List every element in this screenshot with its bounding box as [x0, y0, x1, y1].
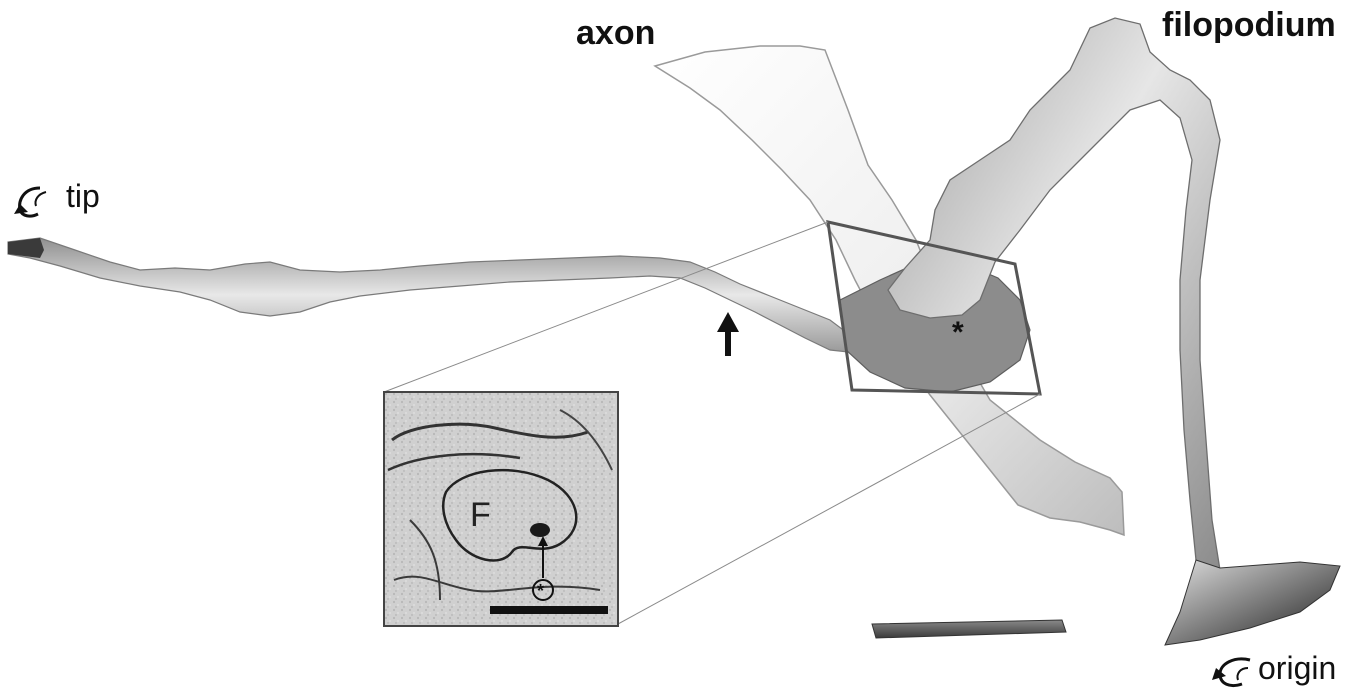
tip-label: tip	[66, 180, 100, 212]
curved-arrow-tip-icon	[14, 188, 46, 216]
curved-arrow-origin-icon	[1212, 659, 1250, 686]
filopodium-thin-process	[8, 238, 850, 352]
inset-connector-line-bottom	[618, 394, 1040, 624]
inset-scale-bar	[490, 606, 608, 614]
scale-bar-3d	[872, 620, 1066, 638]
origin-label: origin	[1258, 652, 1336, 684]
inset-filopodium-letter: F	[470, 498, 491, 532]
contact-asterisk: *	[952, 318, 964, 348]
filopodium-origin-foot	[1165, 560, 1340, 645]
em-micrograph-inset: *	[384, 392, 618, 626]
up-arrow-icon	[717, 312, 739, 356]
axon-label: axon	[576, 16, 655, 50]
filopodium-label: filopodium	[1162, 8, 1336, 42]
svg-text:*: *	[537, 581, 544, 601]
